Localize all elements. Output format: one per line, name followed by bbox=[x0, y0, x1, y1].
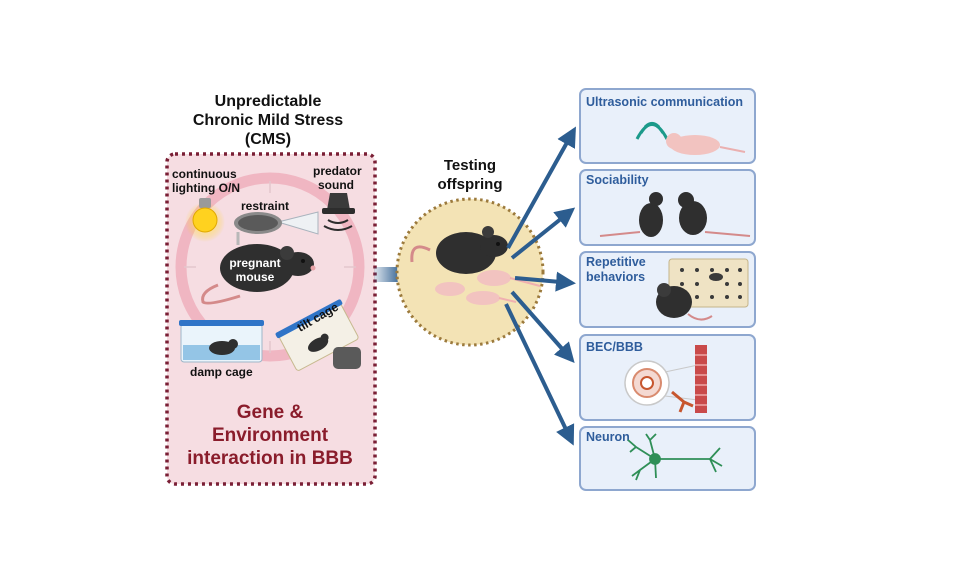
arrow-to-repetitive bbox=[514, 271, 576, 292]
two-mice-icon bbox=[599, 192, 751, 237]
arrow-to-neuron bbox=[504, 303, 575, 446]
gene-env-line2: Environment bbox=[212, 425, 329, 446]
damp-cage-label: damp cage bbox=[190, 365, 253, 379]
panel-sociability-label: Sociability bbox=[586, 173, 649, 187]
stress-cycle-ring bbox=[175, 172, 365, 362]
cms-title: Unpredictable Chronic Mild Stress (CMS) bbox=[193, 93, 343, 148]
lighting-label-line1: continuous bbox=[172, 167, 237, 181]
panel-repetitive-label-line1: Repetitive bbox=[586, 255, 646, 269]
speaker-icon bbox=[322, 193, 355, 231]
testing-title-line1: Testing bbox=[444, 157, 496, 174]
panel-repetitive: Repetitive behaviors bbox=[579, 251, 756, 328]
restraint-tube-icon bbox=[234, 211, 319, 245]
testing-title-line2: offspring bbox=[438, 176, 503, 193]
outcome-panels: Ultrasonic communication Sociability bbox=[579, 88, 756, 491]
gene-env-line3: interaction in BBB bbox=[187, 448, 353, 469]
panel-neuron: Neuron bbox=[579, 426, 756, 491]
cms-stress-box: continuous lighting O/N predator sound r… bbox=[165, 152, 377, 486]
light-bulb-icon bbox=[185, 198, 225, 242]
cms-title-line1: Unpredictable bbox=[215, 93, 322, 110]
mouse-icon bbox=[656, 283, 713, 321]
damp-cage-icon bbox=[179, 320, 264, 363]
panel-sociability: Sociability bbox=[579, 169, 756, 246]
gene-env-line1: Gene & bbox=[237, 402, 304, 423]
wifi-signal-icon bbox=[635, 122, 669, 140]
predator-label-line1: predator bbox=[313, 164, 362, 178]
blood-vessel-icon bbox=[624, 345, 707, 413]
panel-ultrasonic: Ultrasonic communication bbox=[579, 88, 756, 164]
predator-label-line2: sound bbox=[318, 178, 354, 192]
pregnant-label-line1: pregnant bbox=[229, 256, 280, 270]
panel-repetitive-label-line2: behaviors bbox=[586, 270, 645, 284]
panel-bec-bbb-label: BEC/BBB bbox=[586, 340, 643, 354]
pregnant-mouse-icon bbox=[201, 244, 316, 305]
tilt-cage-icon bbox=[275, 299, 359, 371]
arrow-to-bec-bbb bbox=[510, 290, 575, 363]
neuron-icon bbox=[627, 433, 723, 481]
panel-bec-bbb: BEC/BBB bbox=[579, 334, 756, 421]
dam-mouse-icon bbox=[410, 226, 508, 274]
arrow-to-ultrasonic bbox=[506, 126, 576, 249]
arrow-to-sociability bbox=[510, 207, 576, 260]
panel-neuron-label: Neuron bbox=[586, 430, 630, 444]
lighting-label-line2: lighting O/N bbox=[172, 181, 240, 195]
restraint-label: restraint bbox=[241, 199, 289, 213]
pregnant-label-line2: mouse bbox=[236, 270, 275, 284]
pup-mice-icon bbox=[435, 270, 541, 305]
outcome-arrows bbox=[504, 126, 576, 446]
panel-ultrasonic-label: Ultrasonic communication bbox=[586, 95, 743, 109]
cms-title-line3: (CMS) bbox=[245, 131, 291, 148]
block-icon bbox=[333, 347, 361, 369]
pup-icon bbox=[666, 133, 746, 155]
cms-title-line2: Chronic Mild Stress bbox=[193, 112, 343, 129]
